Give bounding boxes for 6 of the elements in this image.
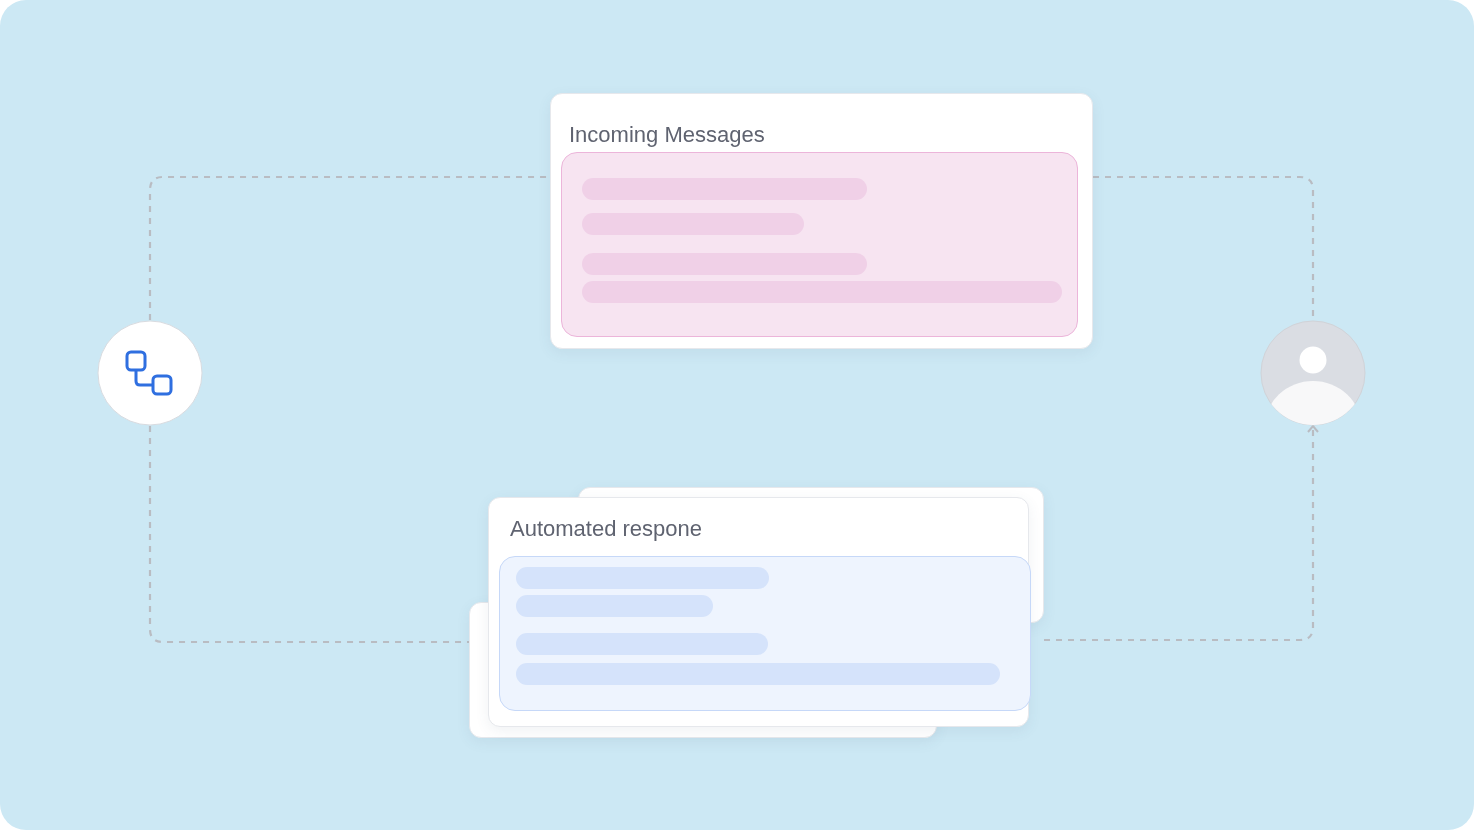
card-title: Incoming Messages — [569, 122, 765, 148]
connector-line — [148, 426, 469, 644]
avatar-circle — [1260, 320, 1366, 426]
workflow-circle — [97, 320, 203, 426]
connector-line — [1044, 425, 1319, 642]
card-title: Automated respone — [510, 516, 703, 542]
